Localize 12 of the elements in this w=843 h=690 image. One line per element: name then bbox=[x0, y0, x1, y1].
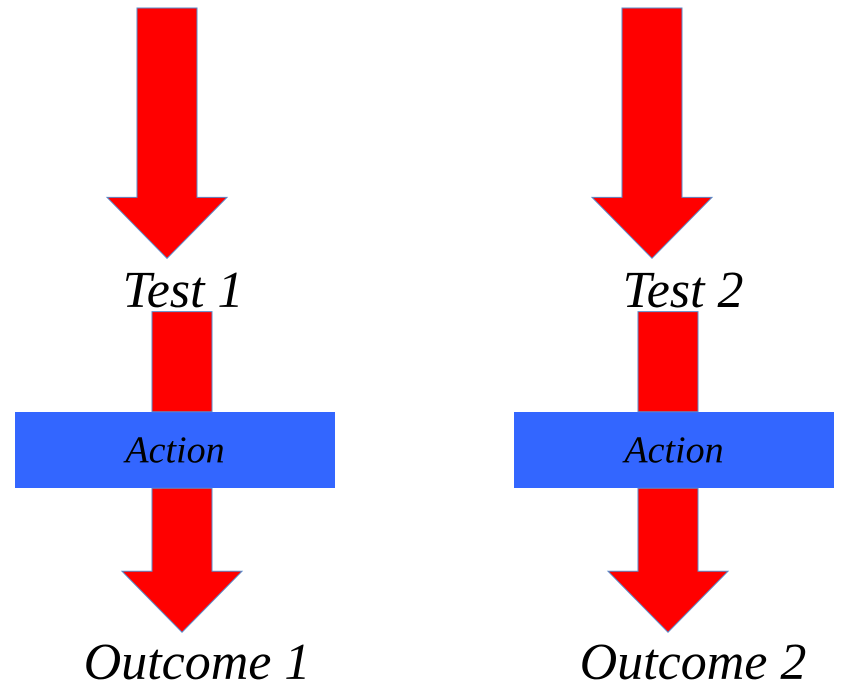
block-arrow bbox=[152, 311, 212, 412]
label-text: Outcome 2 bbox=[582, 644, 806, 680]
label-text: Test 2 bbox=[626, 272, 742, 308]
action-box: Action bbox=[15, 412, 335, 488]
label-text: Test 1 bbox=[126, 272, 238, 308]
block-arrow bbox=[606, 488, 730, 633]
block-arrow bbox=[120, 488, 244, 633]
block-arrow bbox=[590, 8, 714, 260]
label-text: Outcome 1 bbox=[86, 644, 305, 680]
block-arrow bbox=[638, 311, 698, 412]
action-box: Action bbox=[514, 412, 834, 488]
block-arrow bbox=[106, 8, 228, 260]
